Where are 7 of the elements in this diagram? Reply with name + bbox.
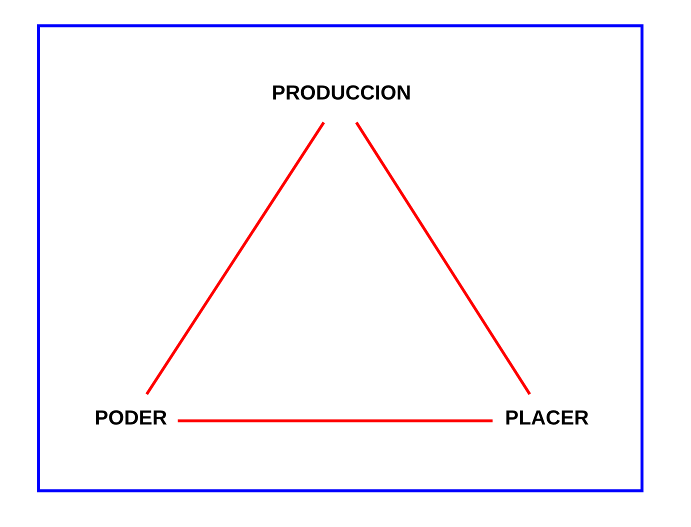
- node-text: PODER: [94, 408, 168, 430]
- node-text: PRODUCCION: [272, 82, 412, 105]
- connector: [178, 419, 493, 422]
- connector: [355, 122, 531, 395]
- cluster: [37, 24, 644, 492]
- connector: [146, 122, 325, 395]
- node-text: PLACER: [504, 408, 589, 430]
